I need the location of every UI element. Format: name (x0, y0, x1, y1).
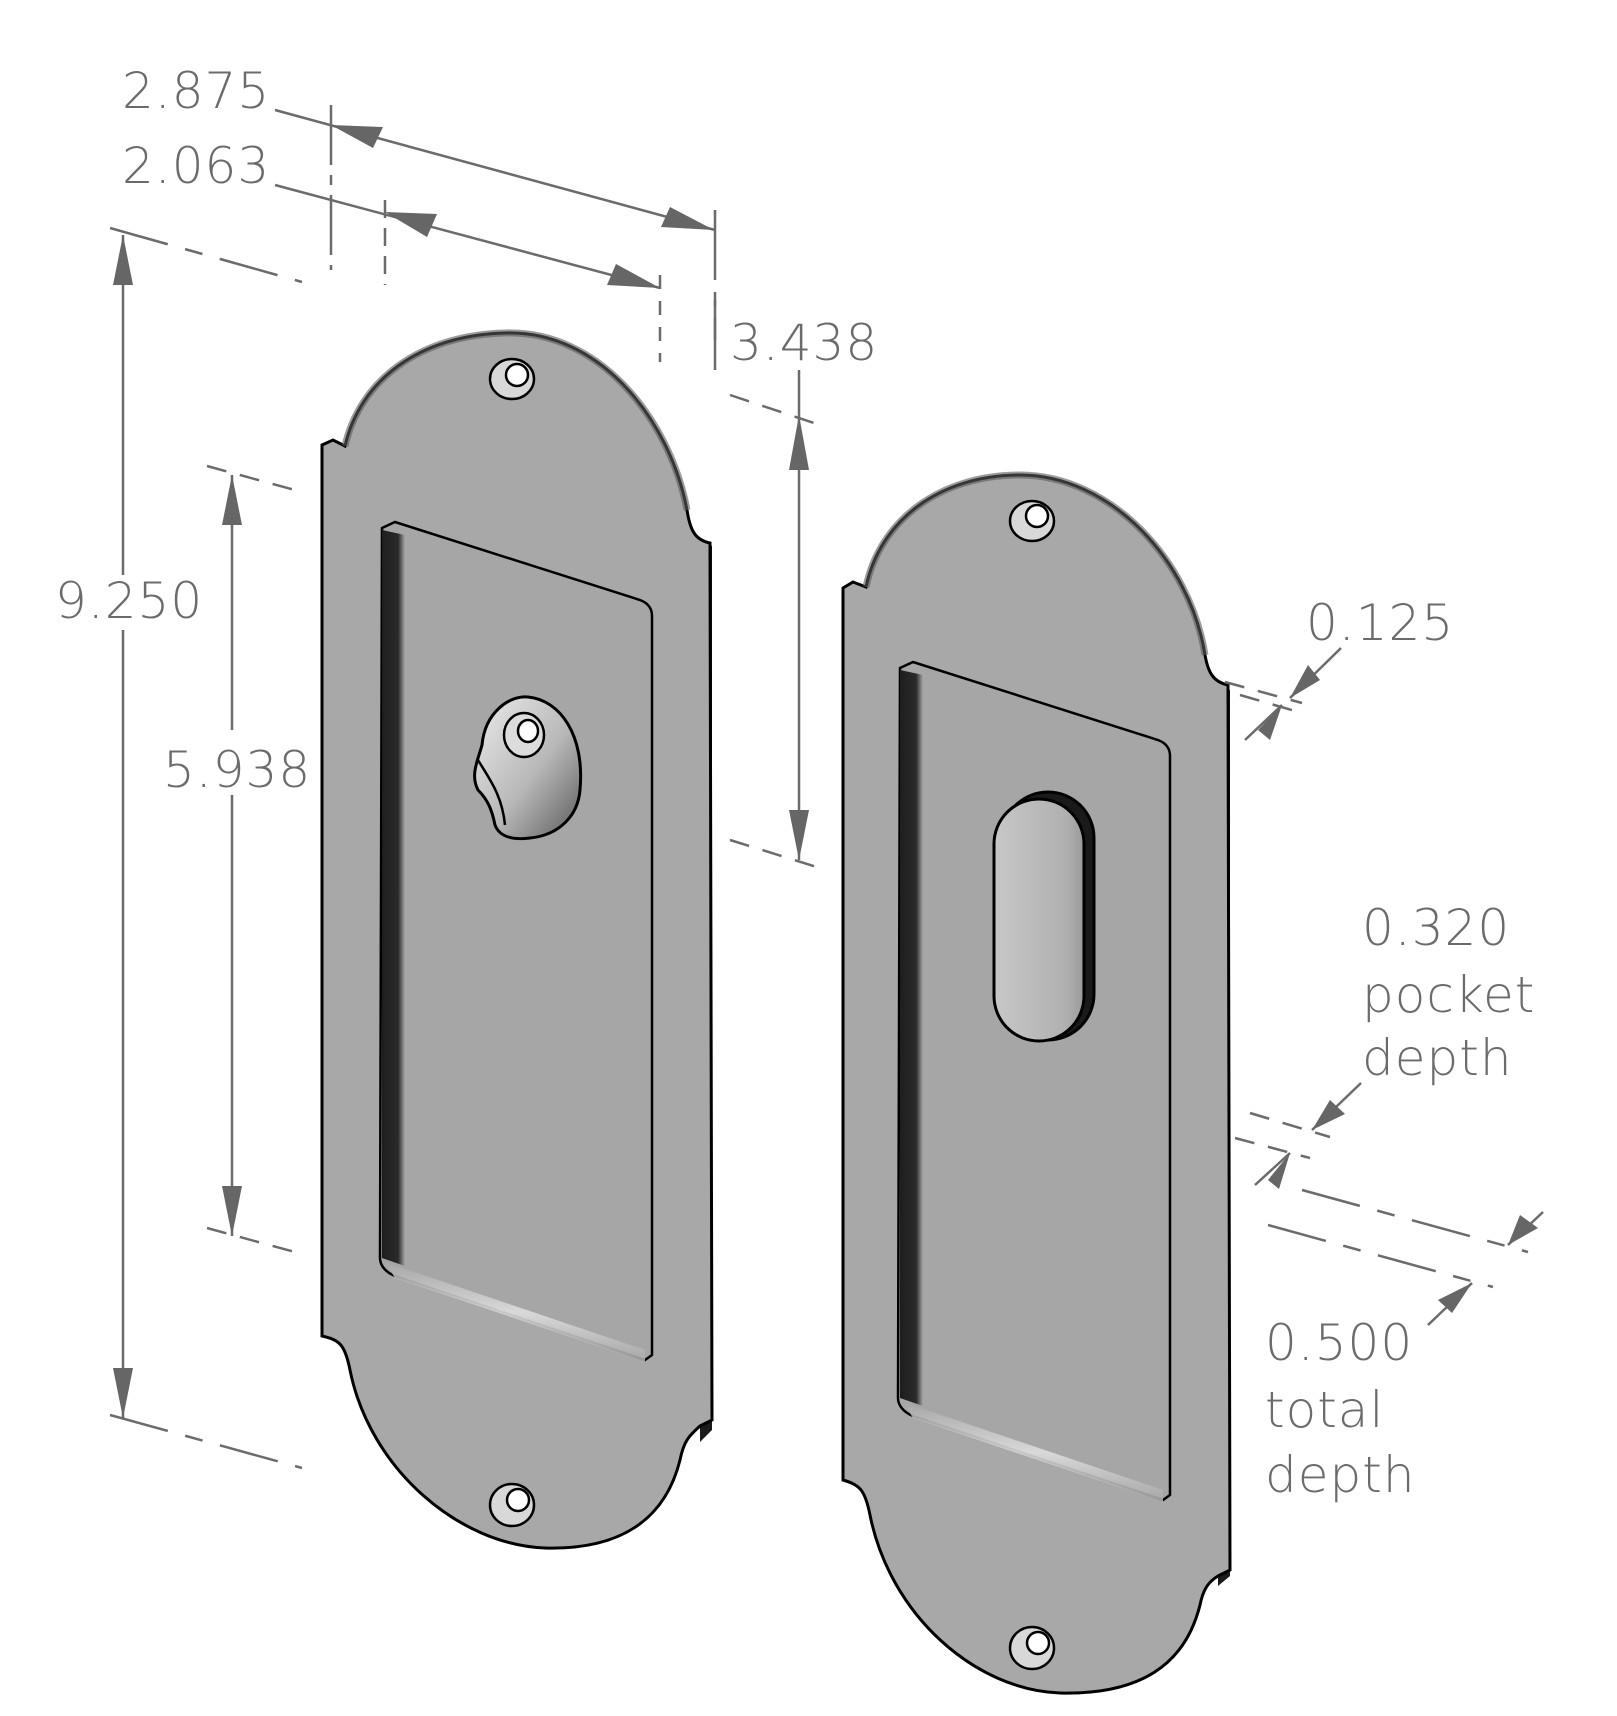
left-top-screw-hole-icon (488, 357, 536, 401)
dim-pocket-depth-value: 0.320 (1362, 899, 1510, 957)
dimension-total-depth: 0.500 total depth (1265, 1188, 1544, 1504)
dimension-pocket-offset: 3.438 (713, 300, 878, 870)
right-pocket (896, 660, 1172, 1502)
finger-slot-icon (992, 790, 1096, 1043)
dimension-pocket-depth: 0.320 pocket depth (1234, 899, 1535, 1189)
dim-pocket-height-value: 5.938 (163, 741, 311, 799)
right-plate (841, 471, 1232, 1695)
right-top-screw-hole-icon (1008, 499, 1056, 543)
dim-plate-thickness-value: 0.125 (1306, 594, 1454, 652)
dim-total-depth-value: 0.500 (1265, 1314, 1413, 1372)
dim-pocket-width-value: 2.063 (122, 137, 270, 195)
left-bottom-screw-hole-icon (488, 1482, 536, 1528)
right-bottom-screw-hole-icon (1008, 1625, 1056, 1671)
dimension-pocket-width: 2.063 (122, 137, 662, 362)
dim-pocket-depth-line1: pocket (1362, 966, 1535, 1024)
dim-total-depth-line1: total (1265, 1381, 1384, 1439)
dimension-pocket-height: 5.938 (163, 464, 311, 1256)
dim-pocket-offset-value: 3.438 (730, 314, 878, 372)
dim-overall-height-value: 9.250 (55, 572, 203, 630)
dim-total-depth-line2: depth (1265, 1446, 1416, 1504)
dimension-plate-thickness: 0.125 (1224, 594, 1454, 741)
dimension-overall-width: 2.875 (122, 62, 717, 340)
thumb-turn-icon (473, 695, 583, 841)
left-pocket (378, 520, 654, 1362)
dim-overall-width-value: 2.875 (122, 62, 270, 120)
dimension-overall-height: 9.250 (55, 226, 303, 1470)
dim-pocket-depth-line2: depth (1362, 1029, 1513, 1087)
left-plate (320, 329, 714, 1550)
